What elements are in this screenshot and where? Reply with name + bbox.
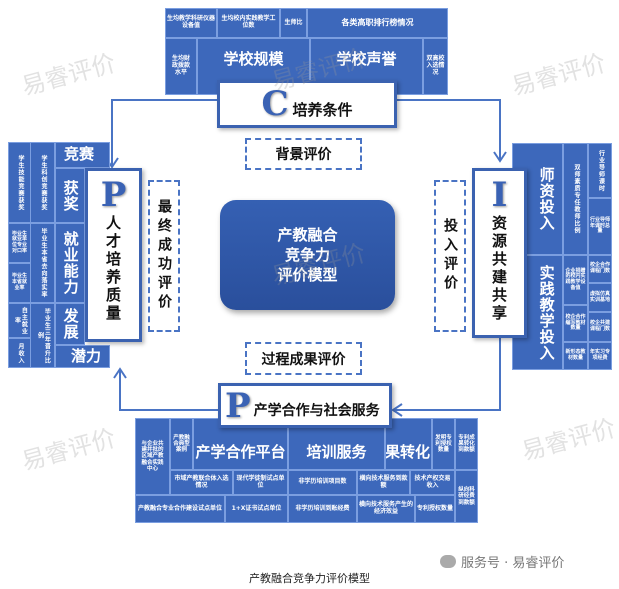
indicator-cell: 双高校入选情况 [423, 38, 448, 95]
indicator-cell: 毕业生本省就业率 [8, 263, 31, 303]
footer-text: 服务号 · 易睿评价 [461, 556, 565, 571]
arrow-i-to-bottom [394, 338, 501, 411]
indicator-cell: 月收入 [8, 338, 31, 368]
indicator-cell: 毕业生就业单位专业对口率 [8, 223, 31, 263]
indicator-cell: 1+X证书试点单位 [225, 495, 288, 523]
indicator-cell: 非学历培训到账经费 [288, 495, 357, 523]
center-model-title: 产教融合 竞争力 评价模型 [220, 200, 395, 310]
footer-account: 服务号 · 易睿评价 [440, 552, 564, 571]
indicator-cell: 横向技术服务到款额 [357, 470, 410, 495]
category-development: 发展 [55, 303, 85, 345]
c-label: 培养条件 [292, 100, 353, 119]
indicator-cell: 生均校内实践教学工位数 [217, 8, 280, 38]
process-outcome-evaluation: 过程成果评价 [245, 342, 362, 375]
indicator-cell: 虚拟仿真实训基地 [588, 283, 612, 312]
p-letter: P [100, 175, 127, 215]
caption: 产教融合竞争力评价模型 [249, 572, 370, 585]
indicator-cell: 校企合作编写教材数量 [563, 305, 588, 342]
c-letter: C [261, 84, 289, 124]
indicator-cell: 新形态教材数量 [563, 342, 588, 370]
final-success-evaluation: 最终成功评价 [148, 180, 180, 332]
indicator-cell: 发明专利授权数量 [432, 418, 455, 470]
arrow-bottom-to-p [119, 370, 218, 411]
center-line: 产教融合 [277, 225, 338, 244]
indicator-cell: 双师素质专任教师比例 [563, 143, 588, 255]
i-label: 资源共建共享 [490, 215, 508, 323]
center-line: 评价模型 [277, 266, 338, 285]
indicator-cell: 生均教学科研仪器设备值 [165, 8, 217, 38]
indicator-cell: 现代学徒制试点单位 [233, 470, 288, 495]
indicator-cell: 与企业共建并批的区域产教融合实践中心 [135, 418, 170, 495]
indicator-cell: 纵向科研经费到款额 [455, 470, 478, 523]
p-label: 产学合作与社会服务 [253, 402, 380, 419]
arrow-c-to-i [397, 99, 501, 160]
indicator-cell: 行业导师年课时总量 [588, 198, 612, 255]
input-evaluation: 投入评价 [434, 180, 466, 332]
category-employability: 就业能力 [55, 223, 85, 303]
indicator-cell: 非学历培训项目数 [288, 470, 357, 495]
indicator-cell: 横向技术服务产生的经济效益 [357, 495, 415, 523]
i-letter: I [491, 175, 508, 215]
indicator-cell: 技术产权交易收入 [410, 470, 455, 495]
indicator-cell: 生师比 [280, 8, 307, 38]
indicator-cell: 学生科创竞赛获奖 [30, 142, 55, 223]
p-letter: P [225, 385, 251, 426]
indicator-cell: 生均财政拨款水平 [165, 38, 197, 95]
indicator-cell: 专利授权数量 [415, 495, 455, 523]
category-practice-input: 实践教学投入 [512, 255, 563, 370]
indicator-cell: 自主就业率 [8, 303, 31, 338]
indicator-cell: 市域产教联合体入选情况 [170, 470, 233, 495]
indicator-cell: 企业捐赠的校内实践教学设备值 [563, 255, 588, 305]
c-box-training-conditions: C 培养条件 [217, 80, 397, 128]
indicator-cell: 校企共建课程门数 [588, 312, 612, 342]
indicator-cell: 毕业生三年晋升比例 [30, 303, 55, 368]
i-box-resource-sharing: I 资源共建共享 [472, 168, 527, 338]
center-line: 竞争力 [284, 245, 330, 264]
category-achievement-transfer: 成果转化 [385, 418, 432, 470]
indicator-cell: 校企合作课程门数 [588, 255, 612, 283]
category-competition: 竞赛 [55, 142, 110, 168]
arrow-c-to-p [111, 99, 217, 166]
indicator-cell: 年实习专项经费 [588, 342, 612, 370]
indicator-cell: 产教融合专业合作建设试点单位 [135, 495, 225, 523]
p-box-talent-quality: P 人才培养质量 [85, 168, 142, 342]
category-potential: 潜力 [55, 345, 110, 368]
indicator-cell: 行业导师课时 [588, 143, 612, 198]
p-label: 人才培养质量 [104, 215, 122, 323]
background-evaluation: 背景评价 [245, 138, 362, 170]
p-box-cooperation-service: P 产学合作与社会服务 [218, 383, 392, 428]
indicator-cell: 专利成果转化到款额 [455, 418, 478, 470]
wechat-icon [440, 555, 456, 568]
indicator-cell: 产教融合典型案例 [170, 418, 193, 470]
category-awards: 获奖 [55, 168, 85, 223]
indicator-cell: 各类高职排行榜情况 [307, 8, 448, 38]
indicator-cell: 学生技能竞赛获奖 [8, 142, 31, 223]
indicator-cell: 毕业生本省去向落实率 [30, 223, 55, 303]
